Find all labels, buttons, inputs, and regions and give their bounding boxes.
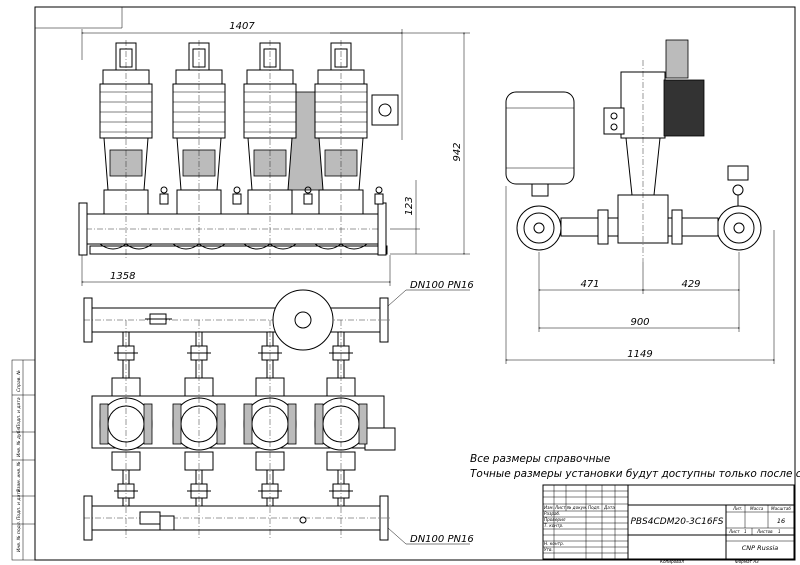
lit-header: Лит. bbox=[732, 506, 743, 511]
side-stamp-0: Инв. № подл. bbox=[16, 521, 22, 552]
dim-side-flange: 900 bbox=[630, 317, 649, 328]
pump-unit-front bbox=[99, 40, 169, 258]
role-4: Утв. bbox=[544, 547, 553, 552]
dim-height-axis: 123 bbox=[404, 196, 415, 215]
sheet-value: 1 bbox=[744, 529, 747, 534]
scale-value: 16 bbox=[777, 517, 785, 525]
side-stamp-2: Взам. инв. № bbox=[16, 461, 22, 492]
control-box-panel bbox=[371, 94, 399, 126]
sheets-value: 1 bbox=[778, 529, 781, 534]
plan-tank bbox=[272, 289, 334, 351]
dimensions: 1407 1358 942 123 471 429 900 1149 DN100… bbox=[80, 21, 776, 545]
dim-side-right: 429 bbox=[681, 279, 700, 290]
flange-left bbox=[78, 202, 88, 256]
format-label: Формат A3 bbox=[735, 559, 759, 564]
side-stamp-4: Подп. и дата bbox=[16, 397, 22, 428]
side-stamp-3: Инв. № дубл. bbox=[16, 426, 22, 457]
side-stamp-1: Подп. и дата bbox=[16, 489, 22, 520]
rev-header-4: Дата bbox=[603, 505, 615, 510]
plan-view bbox=[83, 289, 396, 541]
role-0: Разраб. bbox=[544, 511, 560, 516]
pump-unit-plan bbox=[99, 320, 153, 540]
title-block: Изм. Лист № докум. Подп. Дата Разраб. Пр… bbox=[542, 484, 795, 564]
dn-label-bottom: DN100 PN16 bbox=[410, 534, 474, 545]
pump-unit-plan bbox=[243, 320, 297, 540]
rev-header-3: Подп. bbox=[588, 505, 601, 510]
scale-header: Масштаб bbox=[771, 506, 791, 511]
pump-unit-front bbox=[172, 40, 242, 258]
side-view bbox=[505, 39, 762, 262]
side-stamp-5: Справ. № bbox=[16, 370, 22, 392]
flange-right bbox=[377, 202, 387, 256]
copied-label: Копировал bbox=[660, 559, 684, 564]
front-view bbox=[78, 40, 399, 258]
drawing-designation: PBS4CDM20-3C16FS bbox=[630, 517, 723, 527]
pump-unit-plan bbox=[314, 320, 368, 540]
dim-side-total: 1149 bbox=[627, 349, 652, 360]
pump-unit-front bbox=[314, 40, 384, 258]
role-2: Т. контр. bbox=[544, 523, 563, 528]
sheet-frame bbox=[11, 6, 796, 561]
role-3: Н. контр. bbox=[544, 541, 564, 546]
check-valve bbox=[159, 193, 169, 205]
rev-header-2: № докум. bbox=[566, 505, 588, 510]
pump-unit-plan bbox=[172, 320, 226, 540]
check-valve bbox=[232, 193, 242, 205]
check-valve bbox=[374, 193, 384, 205]
role-1: Проверил bbox=[544, 517, 566, 522]
dn-label-top: DN100 PN16 bbox=[410, 280, 474, 291]
note-line-1: Все размеры справочные bbox=[470, 453, 610, 465]
mass-header: Масса bbox=[750, 506, 764, 511]
pressure-tank bbox=[505, 91, 575, 185]
pump-unit-front bbox=[243, 40, 313, 258]
check-valve bbox=[303, 193, 313, 205]
plan-frame bbox=[91, 395, 385, 449]
sheet-label: Лист bbox=[728, 529, 740, 534]
notes: Все размеры справочные Точные размеры ус… bbox=[470, 453, 800, 480]
dim-height-total: 942 bbox=[452, 142, 463, 161]
note-line-2: Точные размеры установки будут доступны … bbox=[470, 468, 800, 480]
company-name: CNP Russia bbox=[742, 544, 779, 552]
rev-header-0: Изм. bbox=[544, 505, 554, 510]
dim-top-width: 1407 bbox=[229, 21, 255, 32]
dim-side-left: 471 bbox=[580, 279, 599, 290]
side-stamps: Инв. № подл. Подп. и дата Взам. инв. № И… bbox=[16, 370, 22, 552]
sheets-label: Листов bbox=[756, 529, 773, 534]
side-motor-fan bbox=[663, 79, 705, 137]
base-frame bbox=[89, 245, 388, 255]
rev-header-1: Лист bbox=[554, 505, 566, 510]
dim-base-width: 1358 bbox=[110, 271, 135, 282]
